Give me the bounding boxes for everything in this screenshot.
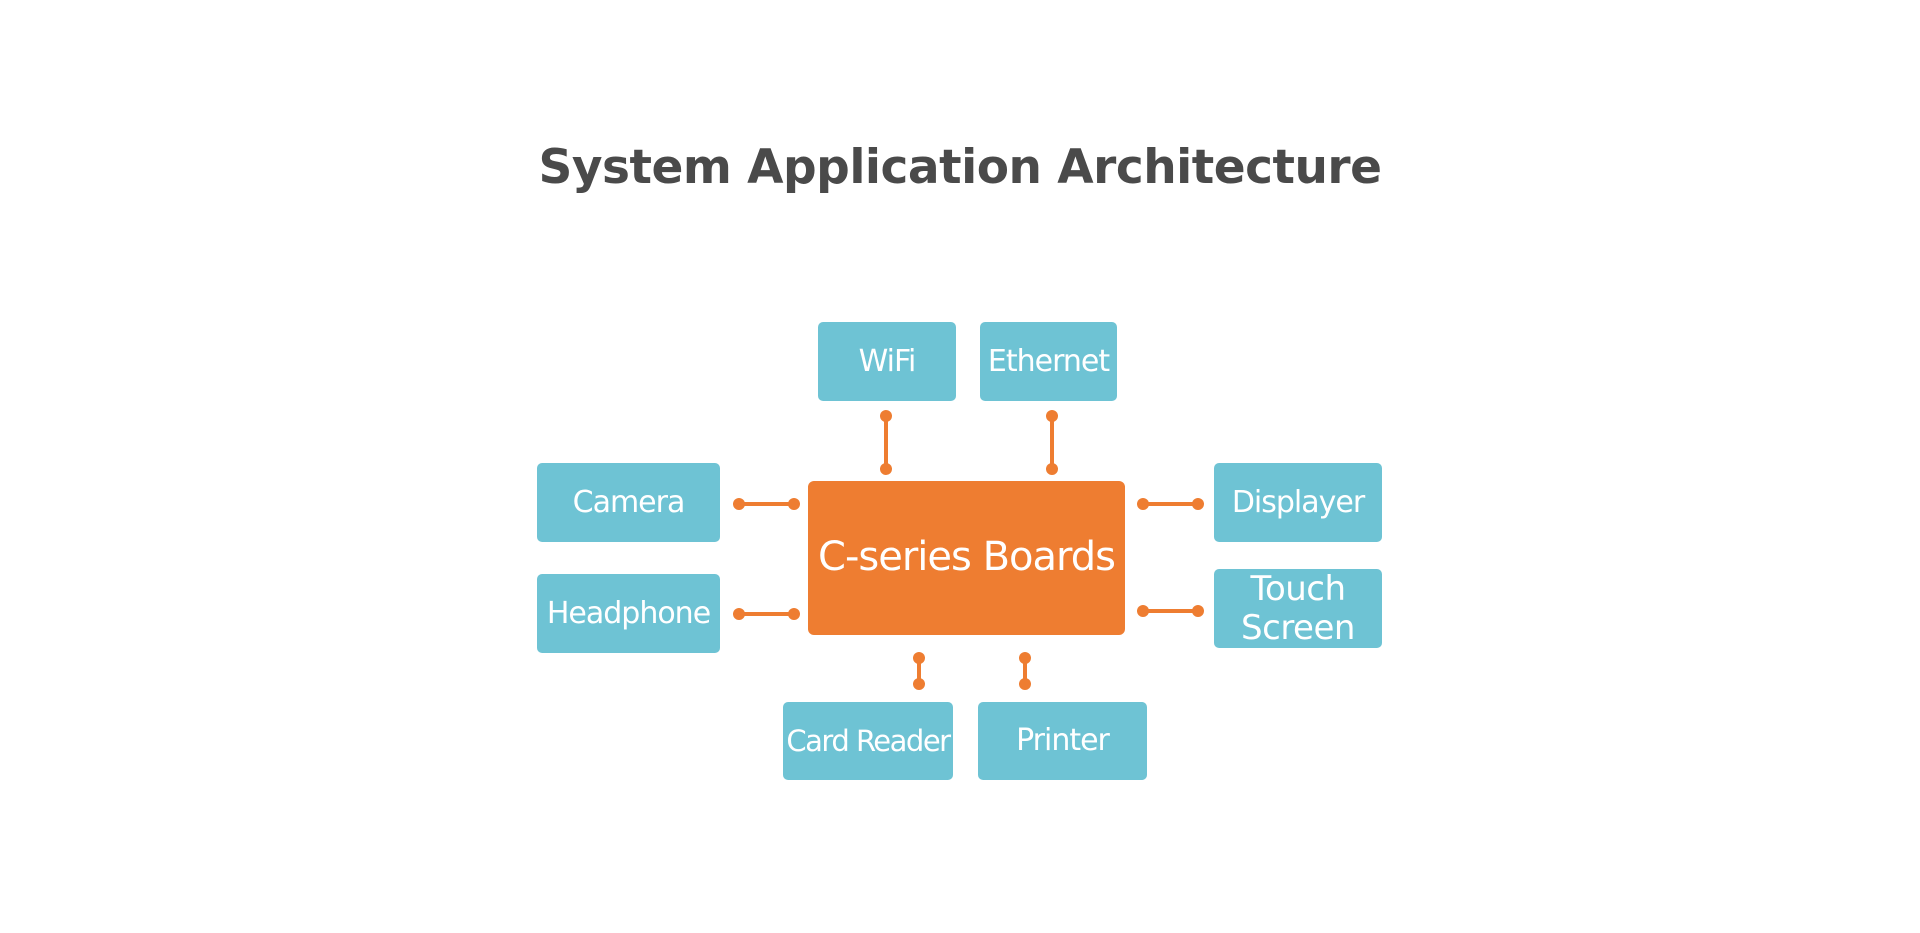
node-ethernet: Ethernet	[980, 322, 1117, 401]
connector-wifi	[880, 410, 892, 475]
node-center-label: C-series Boards	[818, 534, 1116, 581]
node-card-reader: Card Reader	[783, 702, 953, 780]
node-displayer-label: Displayer	[1231, 484, 1365, 520]
connector-ethernet	[1046, 410, 1058, 475]
connector-card-reader	[913, 652, 925, 690]
connector-camera	[733, 498, 800, 510]
node-camera-label: Camera	[572, 484, 686, 520]
node-printer: Printer	[978, 702, 1147, 780]
node-touch-screen: Touch Screen	[1214, 569, 1382, 648]
node-headphone-label: Headphone	[546, 595, 711, 631]
node-touch-screen-label: Touch Screen	[1241, 569, 1355, 648]
connector-printer	[1019, 652, 1031, 690]
node-printer-label: Printer	[1016, 723, 1110, 759]
node-displayer: Displayer	[1214, 463, 1382, 542]
node-camera: Camera	[537, 463, 720, 542]
diagram-title: System Application Architecture	[538, 140, 1382, 195]
node-ethernet-label: Ethernet	[987, 343, 1110, 379]
node-c-series-boards: C-series Boards	[808, 481, 1125, 635]
node-card-reader-label: Card Reader	[786, 723, 951, 758]
connector-headphone	[733, 608, 800, 620]
connector-touch-screen	[1137, 605, 1204, 617]
connector-displayer	[1137, 498, 1204, 510]
node-wifi: WiFi	[818, 322, 956, 401]
node-headphone: Headphone	[537, 574, 720, 653]
node-wifi-label: WiFi	[858, 343, 917, 379]
